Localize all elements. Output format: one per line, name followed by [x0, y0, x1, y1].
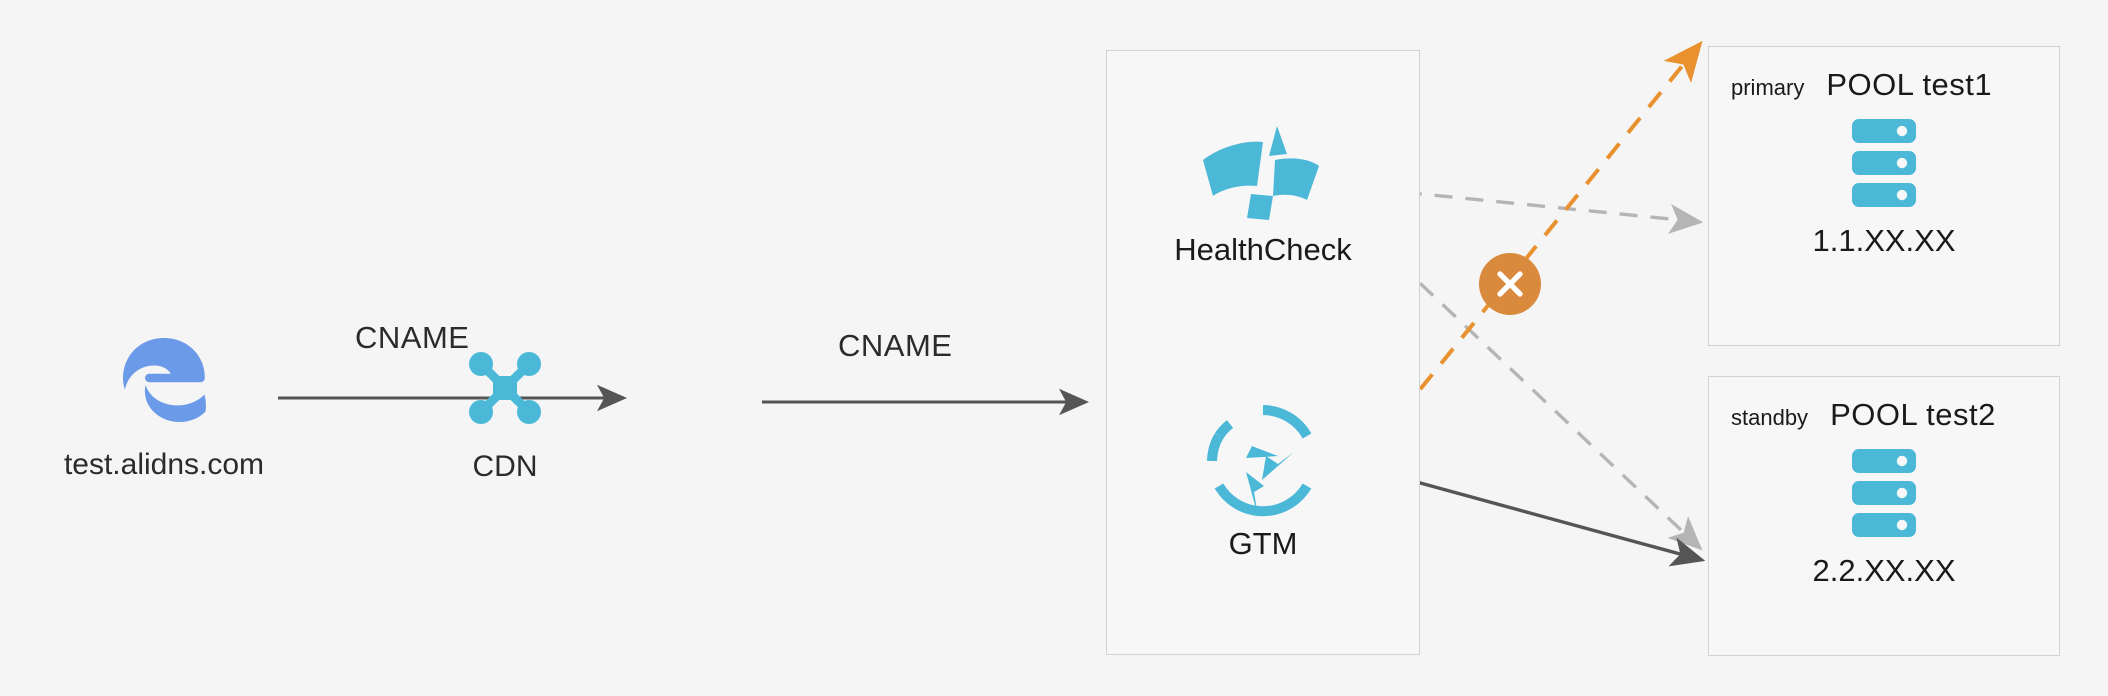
edge-browser-icon — [123, 338, 206, 422]
pool-header: standby POOL test2 — [1709, 377, 2059, 433]
pool-header: primary POOL test1 — [1709, 47, 2059, 103]
server-stack-icon-wrap — [1709, 447, 2059, 539]
pool-title: POOL test2 — [1830, 397, 1996, 432]
server-stack-icon — [1852, 449, 1916, 537]
pool-title: POOL test1 — [1826, 67, 1993, 102]
edge-browser-icon-wrap — [54, 326, 274, 434]
cname-label-client-cdn: CNAME — [355, 320, 470, 355]
pool-role-badge: primary — [1731, 75, 1805, 100]
gtm-label: GTM — [1228, 526, 1298, 561]
client-label: test.alidns.com — [63, 448, 265, 481]
cdn-network-icon-wrap — [410, 340, 600, 436]
cname-label-cdn-service: CNAME — [838, 328, 953, 363]
healthcheck-icon — [1203, 126, 1319, 220]
failure-badge — [1479, 253, 1541, 315]
gtm-service-container — [1106, 50, 1420, 655]
close-x-icon — [1497, 271, 1523, 297]
cdn-label: CDN — [472, 450, 538, 483]
client-node: test.alidns.com — [54, 326, 274, 482]
cdn-node: CDN — [410, 340, 600, 484]
healthcheck-icon-wrap — [1106, 122, 1420, 226]
pool-ip-address: 2.2.XX.XX — [1812, 553, 1956, 588]
gtm-refresh-icon — [1207, 405, 1312, 517]
healthcheck-label: HealthCheck — [1174, 232, 1352, 267]
pool-card-standby: standby POOL test2 2.2.XX.XX — [1708, 376, 2060, 656]
server-stack-icon-wrap — [1709, 117, 2059, 209]
healthcheck-node: HealthCheck — [1106, 122, 1420, 268]
gtm-node: GTM — [1106, 400, 1420, 562]
gtm-refresh-icon-wrap — [1106, 400, 1420, 522]
pool-card-primary: primary POOL test1 1.1.XX.XX — [1708, 46, 2060, 346]
pool-ip-address: 1.1.XX.XX — [1812, 223, 1956, 258]
server-stack-icon — [1852, 119, 1916, 207]
cdn-network-icon — [469, 352, 541, 424]
pool-role-badge: standby — [1731, 405, 1809, 430]
